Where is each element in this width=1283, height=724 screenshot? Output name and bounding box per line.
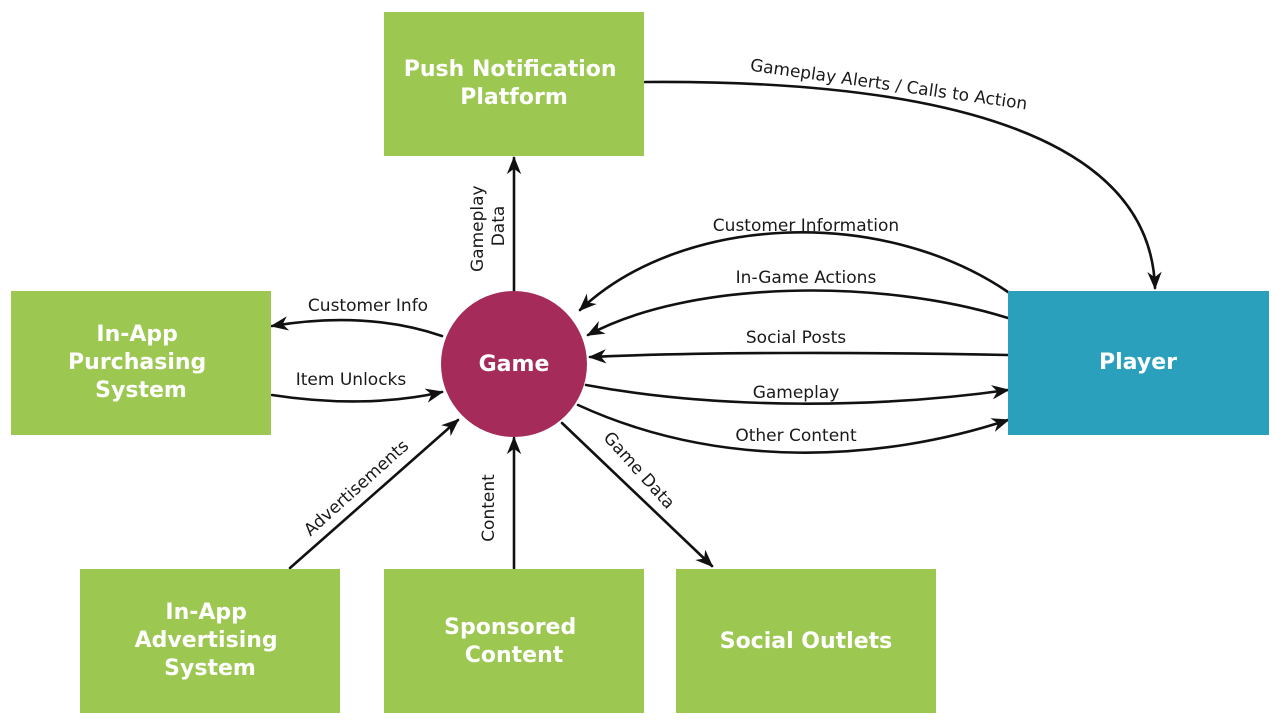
push-notification-box[interactable] <box>384 12 644 156</box>
edge-advertisements <box>288 418 460 570</box>
game-circle[interactable] <box>441 291 587 437</box>
edges <box>270 80 1162 570</box>
edge-item-unlocks <box>270 388 444 403</box>
edge-game-data <box>560 421 714 568</box>
label-content: Content <box>479 474 499 542</box>
edge-gameplay-alerts <box>643 80 1162 290</box>
sponsored-content-label: Sponsored Content <box>444 615 584 668</box>
label-gameplay-data: Gameplay Data <box>468 180 509 272</box>
edge-customer-info <box>270 316 444 338</box>
player-label: Player <box>1099 350 1177 375</box>
social-outlets-label: Social Outlets <box>720 629 893 654</box>
sponsored-content-box[interactable] <box>384 569 644 713</box>
push-notification-label: Push Notification Platform <box>404 57 625 110</box>
edge-social-posts <box>588 349 1010 364</box>
label-social-posts: Social Posts <box>746 328 846 348</box>
edge-gameplay <box>584 383 1010 405</box>
in-app-purchasing-box[interactable] <box>11 291 271 435</box>
label-advertisements: Advertisements <box>300 436 413 540</box>
in-app-purchasing-label: In-App Purchasing System <box>68 322 214 403</box>
label-customer-information: Customer Information <box>713 216 899 236</box>
player-box[interactable] <box>1008 291 1269 435</box>
label-other-content: Other Content <box>735 426 857 446</box>
label-in-game-actions: In-Game Actions <box>736 268 877 288</box>
label-customer-info: Customer Info <box>308 296 428 316</box>
game-label: Game <box>479 352 550 377</box>
in-app-advertising-label: In-App Advertising System <box>135 600 286 681</box>
social-outlets-box[interactable] <box>676 569 936 713</box>
label-gameplay: Gameplay <box>753 383 840 403</box>
label-item-unlocks: Item Unlocks <box>296 370 407 390</box>
edge-other-content <box>576 403 1010 454</box>
edge-in-game-actions <box>586 289 1010 337</box>
nodes: Push Notification Platform In-App Purcha… <box>11 12 1269 713</box>
in-app-advertising-box[interactable] <box>80 569 340 713</box>
edge-customer-information <box>578 231 1010 312</box>
